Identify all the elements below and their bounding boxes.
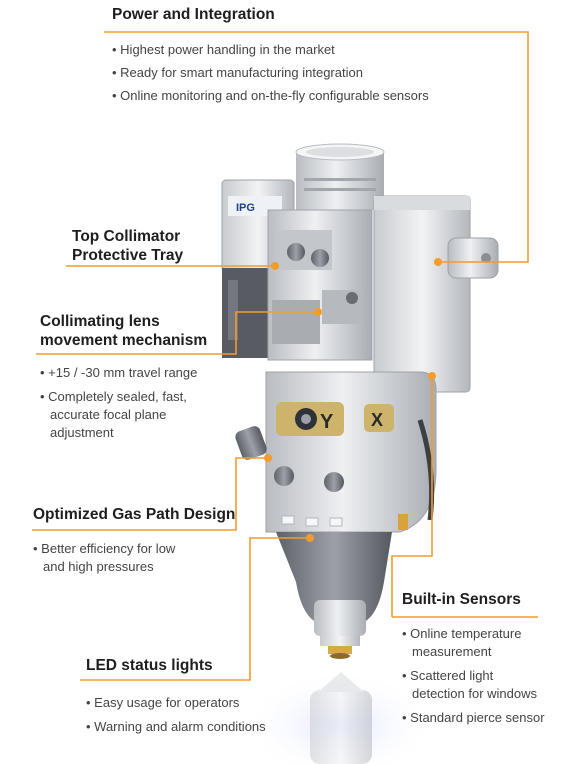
collimating-bullet-1: • +15 / -30 mm travel range: [40, 365, 198, 380]
ipg-logo: IPG: [236, 202, 255, 214]
central-body: [267, 209, 373, 361]
sensors-title: Built-in Sensors: [402, 591, 521, 608]
gas-bullet-1: • Better efficiency for low: [33, 541, 176, 556]
callout-line-collimating: [36, 311, 318, 355]
nozzle-reflection: [310, 672, 372, 764]
ipg-module: IPG: [221, 179, 295, 358]
sensors-bullet-1: • Online temperature: [402, 626, 522, 641]
power-bullet-3: • Online monitoring and on-the-fly confi…: [112, 88, 429, 103]
gas-bullets: • Better efficiency for low and high pre…: [33, 541, 176, 574]
axis-x-label: X: [371, 410, 383, 430]
sensor-tower: [373, 195, 499, 393]
collimating-title: Collimating lens movement mechanism: [40, 313, 208, 349]
power-bullet-2: • Ready for smart manufacturing integrat…: [112, 65, 363, 80]
callout-line-sensors-link: [391, 376, 433, 617]
sensors-bullet-3: • Standard pierce sensor: [402, 710, 545, 725]
top-cylinder: [295, 143, 385, 210]
axis-y-label: Y: [320, 411, 334, 433]
callout-line-gas: [32, 457, 268, 531]
gas-title: Optimized Gas Path Design: [33, 506, 236, 523]
power-title: Power and Integration: [112, 6, 275, 23]
led-bullets: • Easy usage for operators • Warning and…: [86, 691, 266, 739]
collimator-tray-title: Top Collimator Protective Tray: [72, 228, 184, 264]
collimating-bullets: • +15 / -30 mm travel range • Completely…: [40, 365, 198, 440]
sensors-bullets: • Online temperature measurement • Scatt…: [402, 626, 545, 725]
power-bullets: • Highest power handling in the market •…: [112, 38, 429, 107]
nozzle: [276, 532, 392, 659]
power-bullet-1: • Highest power handling in the market: [112, 42, 335, 57]
collimating-bullet-2: • Completely sealed, fast,: [40, 389, 187, 404]
callout-line-power: [104, 31, 529, 263]
callout-line-led: [80, 537, 310, 681]
sensors-bullet-2: • Scattered light: [402, 668, 494, 683]
led-bullet-2: • Warning and alarm conditions: [86, 719, 266, 734]
lower-housing: Y X: [235, 371, 437, 533]
led-title: LED status lights: [86, 657, 213, 674]
callout-dots: [264, 258, 442, 542]
led-bullet-1: • Easy usage for operators: [86, 695, 240, 710]
callout-lines: [32, 31, 538, 681]
